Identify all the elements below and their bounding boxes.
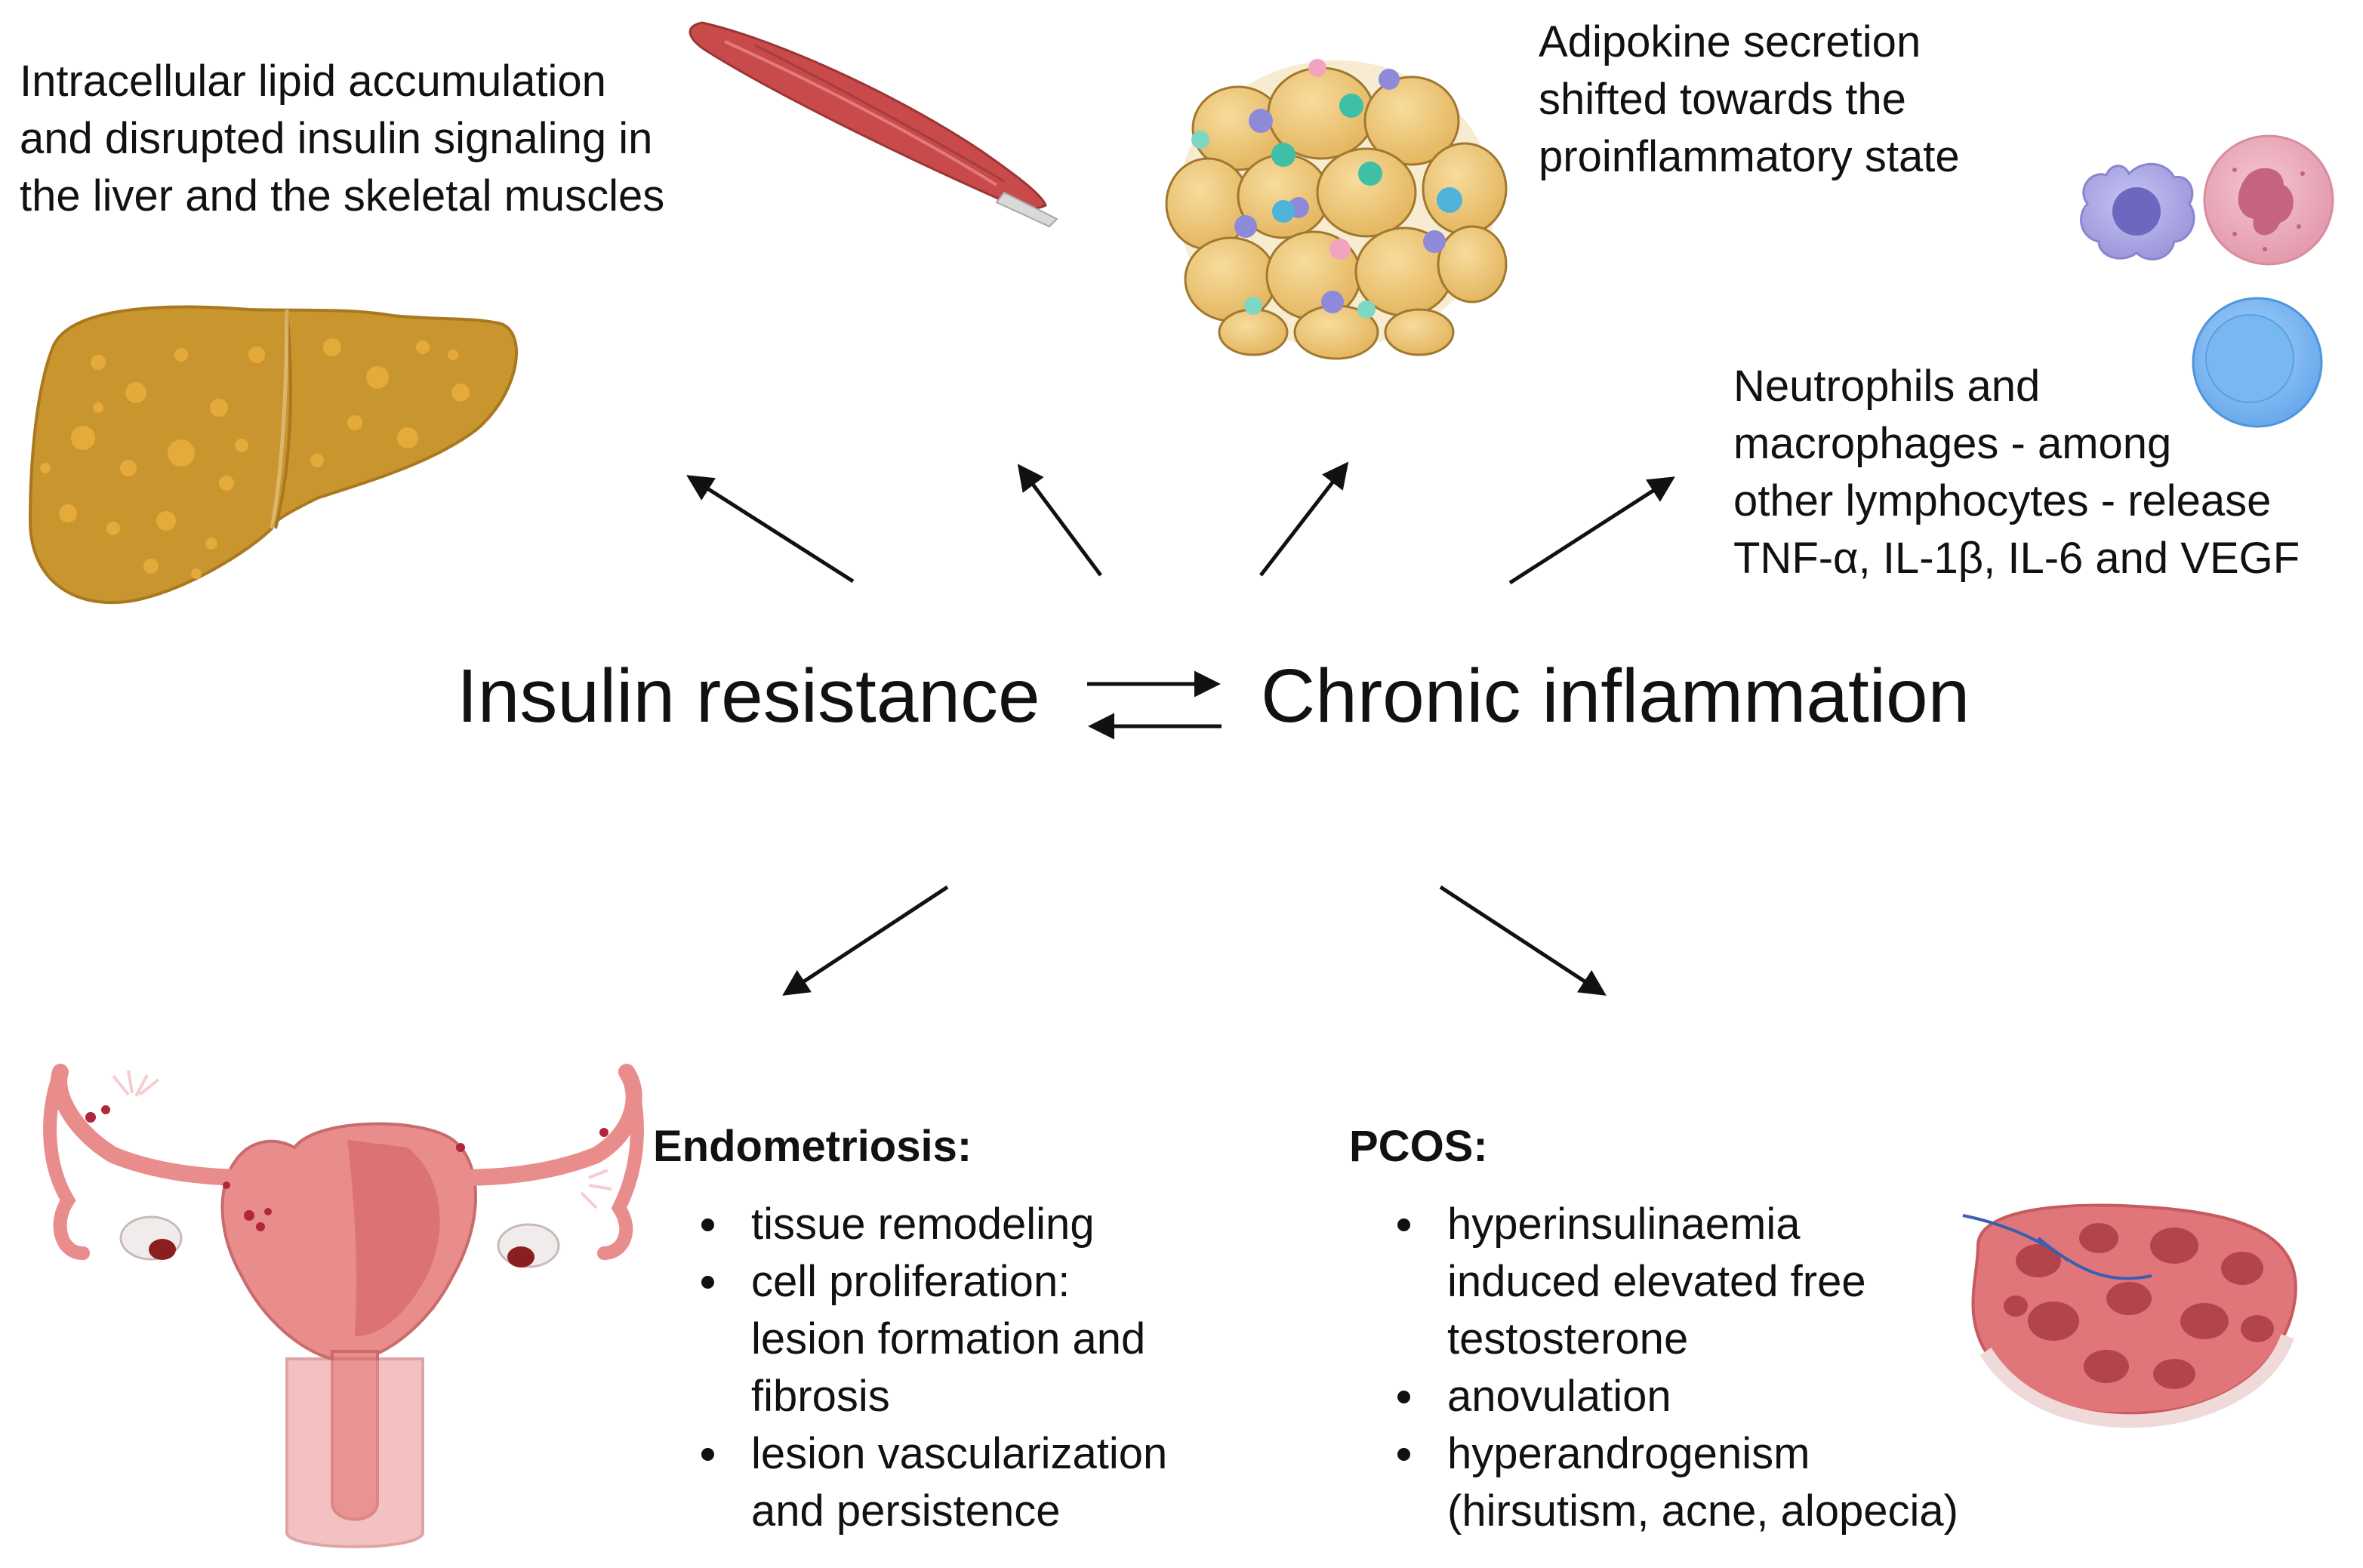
caption-line: Neutrophils and: [1733, 362, 2041, 411]
insulin-resistance-label: Insulin resistance: [457, 654, 1040, 738]
list-item-line: anovulation: [1447, 1372, 1671, 1421]
immune-cells-in-fat: [1191, 59, 1462, 319]
adipose-tissue-illustration: [1165, 59, 1508, 360]
arrow-to-immune-cells: [1508, 476, 1675, 585]
caption-line: the liver and the skeletal muscles: [20, 171, 665, 220]
liver-illustration: [28, 305, 518, 605]
endometriosis-list: tissue remodeling cell proliferation: le…: [701, 1196, 1168, 1540]
list-item-line: fibrosis: [751, 1372, 890, 1421]
bullet-icon: [701, 1218, 714, 1231]
list-item-line: lesion formation and: [751, 1314, 1146, 1363]
list-item-line: tissue remodeling: [751, 1200, 1095, 1249]
immune-cells-caption: Neutrophils and macrophages - among othe…: [1733, 358, 2300, 587]
arrow-to-adipose: [1259, 461, 1349, 577]
list-item: hyperandrogenism (hirsutism, acne, alope…: [1397, 1425, 1958, 1540]
bullet-icon: [1397, 1218, 1410, 1231]
pcos-list: hyperinsulinaemia induced elevated free …: [1397, 1196, 1958, 1540]
list-item-line: testosterone: [1447, 1314, 1689, 1363]
caption-line: TNF-α, IL-1β, IL-6 and VEGF: [1733, 534, 2300, 583]
list-item: cell proliferation: lesion formation and…: [701, 1253, 1167, 1425]
pcos-ovary-illustration: [1962, 1203, 2297, 1428]
uterus-illustration: [43, 1064, 644, 1548]
list-item: tissue remodeling: [701, 1196, 1167, 1253]
list-item: hyperinsulinaemia induced elevated free …: [1397, 1196, 1958, 1368]
bullet-icon: [701, 1448, 714, 1461]
adipokine-caption: Adipokine secretion shifted towards the …: [1539, 14, 1960, 186]
neutrophil-cell: [2203, 134, 2334, 266]
arrow-to-liver: [686, 475, 855, 584]
lymphocyte-cell: [2192, 297, 2323, 428]
caption-line: proinflammatory state: [1539, 132, 1960, 181]
list-item-line: hyperinsulinaemia: [1447, 1200, 1801, 1249]
liver-muscle-caption: Intracellular lipid accumulation and dis…: [20, 53, 664, 225]
list-item: lesion vascularization and persistence: [701, 1425, 1168, 1540]
arrow-to-endometriosis: [782, 885, 949, 996]
bullet-icon: [1397, 1391, 1410, 1403]
caption-line: other lymphocytes - release: [1733, 476, 2272, 525]
list-item-line: (hirsutism, acne, alopecia): [1447, 1486, 1958, 1536]
pcos-heading: PCOS:: [1349, 1122, 1488, 1171]
caption-line: and disrupted insulin signaling in: [20, 114, 653, 163]
endometriosis-heading: Endometriosis:: [653, 1122, 972, 1171]
caption-line: Intracellular lipid accumulation: [20, 57, 606, 106]
muscle-illustration: [689, 21, 1058, 228]
list-item-line: and persistence: [751, 1486, 1061, 1536]
list-item: anovulation: [1397, 1368, 1958, 1425]
caption-line: macrophages - among: [1733, 419, 2172, 468]
chronic-inflammation-label: Chronic inflammation: [1261, 654, 1970, 738]
caption-line: shifted towards the: [1539, 75, 1906, 124]
list-item-line: hyperandrogenism: [1447, 1429, 1810, 1478]
list-item-line: induced elevated free: [1447, 1257, 1866, 1306]
macrophage-cell: [2080, 162, 2195, 260]
list-item-line: lesion vascularization: [751, 1429, 1168, 1478]
list-item-line: cell proliferation:: [751, 1257, 1071, 1306]
liver-spots: [40, 338, 470, 579]
arrow-to-muscle: [1017, 464, 1103, 577]
caption-line: Adipokine secretion: [1539, 17, 1921, 66]
arrows: [686, 461, 1675, 996]
bullet-icon: [1397, 1448, 1410, 1461]
arrow-to-pcos: [1439, 885, 1607, 996]
bullet-icon: [701, 1276, 714, 1289]
